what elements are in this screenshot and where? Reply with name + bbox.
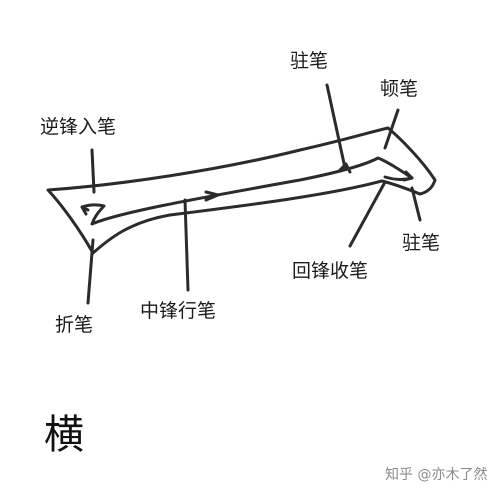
- stroke-outline: [46, 126, 437, 255]
- leader-zhu-top: [325, 83, 347, 170]
- label-dun-bi: 顿笔: [380, 78, 419, 100]
- character-title: 横: [44, 412, 84, 458]
- label-zhu-bi-top: 驻笔: [290, 50, 329, 72]
- label-zhe-bi: 折笔: [55, 314, 94, 336]
- inner-path: [80, 156, 414, 226]
- leader-ni: [90, 148, 96, 194]
- leader-zhu-right: [410, 186, 422, 222]
- leader-dun: [383, 108, 400, 150]
- label-zhu-bi-right: 驻笔: [402, 232, 441, 254]
- leader-zhong: [183, 198, 190, 292]
- exit-arrow: [402, 170, 414, 182]
- label-zhong-feng-xing-bi: 中锋行笔: [140, 300, 217, 322]
- leader-hui: [348, 180, 387, 248]
- pause-arrow: [338, 162, 352, 174]
- entry-arrow: [80, 205, 90, 216]
- watermark: 知乎 @亦木了然: [385, 467, 488, 483]
- travel-arrow: [204, 190, 220, 202]
- leader-zhe: [86, 238, 95, 305]
- label-hui-feng-shou-bi: 回锋收笔: [292, 260, 369, 282]
- label-ni-feng-ru-bi: 逆锋入笔: [40, 116, 117, 138]
